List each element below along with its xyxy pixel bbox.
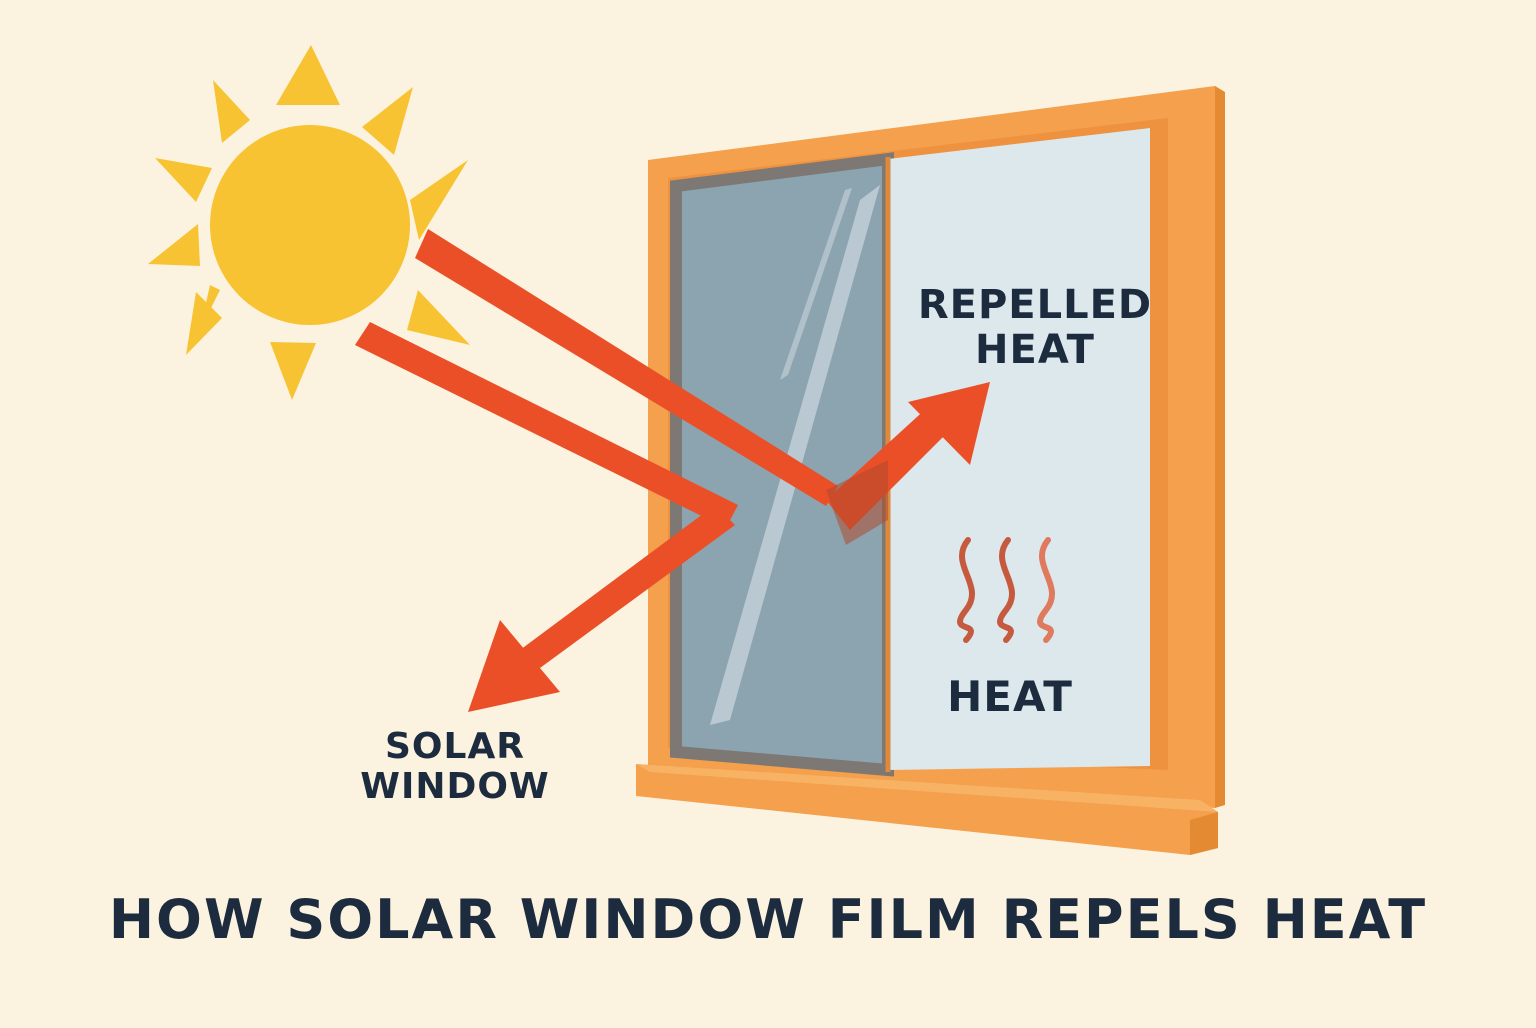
glass-reflection-thin bbox=[780, 188, 852, 380]
sun-icon bbox=[148, 45, 470, 400]
window-frame-edge bbox=[1215, 86, 1225, 808]
sun-ray bbox=[148, 224, 200, 266]
sun-ray bbox=[362, 87, 413, 155]
repelled-heat-label: REPELLED HEAT bbox=[890, 283, 1180, 373]
heat-wave-1 bbox=[957, 537, 975, 643]
window-sill-top bbox=[636, 764, 1218, 812]
heat-label: HEAT bbox=[947, 672, 1073, 721]
sun-ray bbox=[410, 160, 468, 240]
heat-wave-2 bbox=[997, 537, 1015, 643]
sun-ray bbox=[213, 80, 250, 143]
repelled-heat-label-line1: REPELLED bbox=[917, 282, 1153, 328]
sun-disc bbox=[210, 125, 410, 325]
page-title: HOW SOLAR WINDOW FILM REPELS HEAT bbox=[108, 888, 1428, 951]
reflected-arrowhead bbox=[468, 620, 560, 712]
ray-overlap-shade bbox=[826, 460, 888, 545]
sun-ray bbox=[270, 342, 316, 400]
heat-wave-3 bbox=[1037, 537, 1055, 643]
sun-ray-arrows bbox=[355, 229, 990, 712]
solar-window-label-line2: WINDOW bbox=[360, 766, 550, 808]
glass-reflection bbox=[710, 185, 880, 725]
window-sill-end bbox=[1190, 812, 1218, 855]
sun-ray bbox=[407, 290, 470, 345]
sun-ray bbox=[186, 292, 222, 355]
repelled-ray-arrowhead bbox=[908, 382, 990, 465]
repelled-heat-label-line2: HEAT bbox=[975, 326, 1095, 373]
window-icon bbox=[636, 86, 1225, 855]
solar-window-label-line1: SOLAR bbox=[384, 726, 526, 767]
reflected-ray-shaft bbox=[520, 505, 735, 668]
sun-ray bbox=[155, 158, 212, 202]
heat-waves-icon bbox=[957, 537, 1055, 643]
sun-ray bbox=[276, 45, 340, 105]
incoming-ray-lower bbox=[355, 322, 738, 528]
window-pane-clear bbox=[888, 128, 1150, 770]
solar-window-label: SOLAR WINDOW bbox=[320, 726, 590, 808]
incoming-ray-upper bbox=[415, 229, 838, 506]
window-sill bbox=[636, 764, 1218, 855]
